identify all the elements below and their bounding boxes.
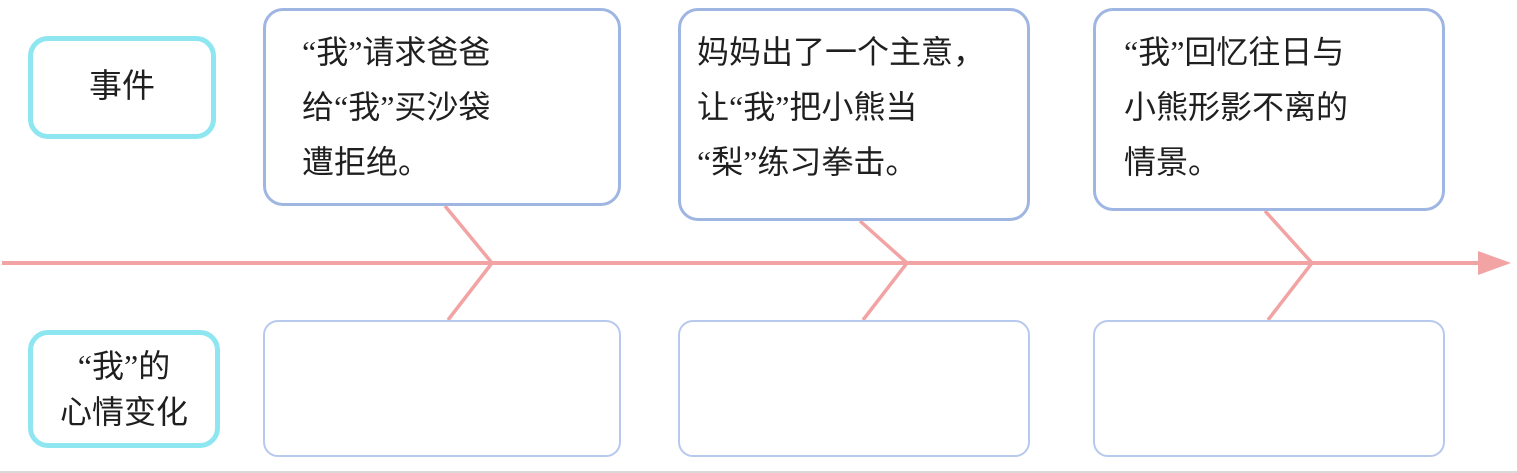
mood-answer-box-2 [678,320,1030,457]
event-box-3: “我”回忆往日与 小熊形影不离的 情景。 [1093,8,1445,211]
timeline-arrowhead-icon [1478,251,1511,275]
mood-answer-box-1 [263,320,621,457]
timeline-chevron-2-icon [858,219,910,322]
event-box-2: 妈妈出了一个主意， 让“我”把小熊当 “梨”练习拳击。 [678,8,1030,221]
events-row-label: 事件 [28,36,216,139]
event-box-1: “我”请求爸爸 给“我”买沙袋 遭拒绝。 [263,8,621,206]
mood-row-label: “我”的 心情变化 [28,330,220,448]
mood-answer-box-3 [1093,320,1445,457]
page-bottom-edge [0,471,1517,473]
timeline-chevron-1-icon [443,204,495,322]
timeline-chevron-3-icon [1263,209,1315,322]
